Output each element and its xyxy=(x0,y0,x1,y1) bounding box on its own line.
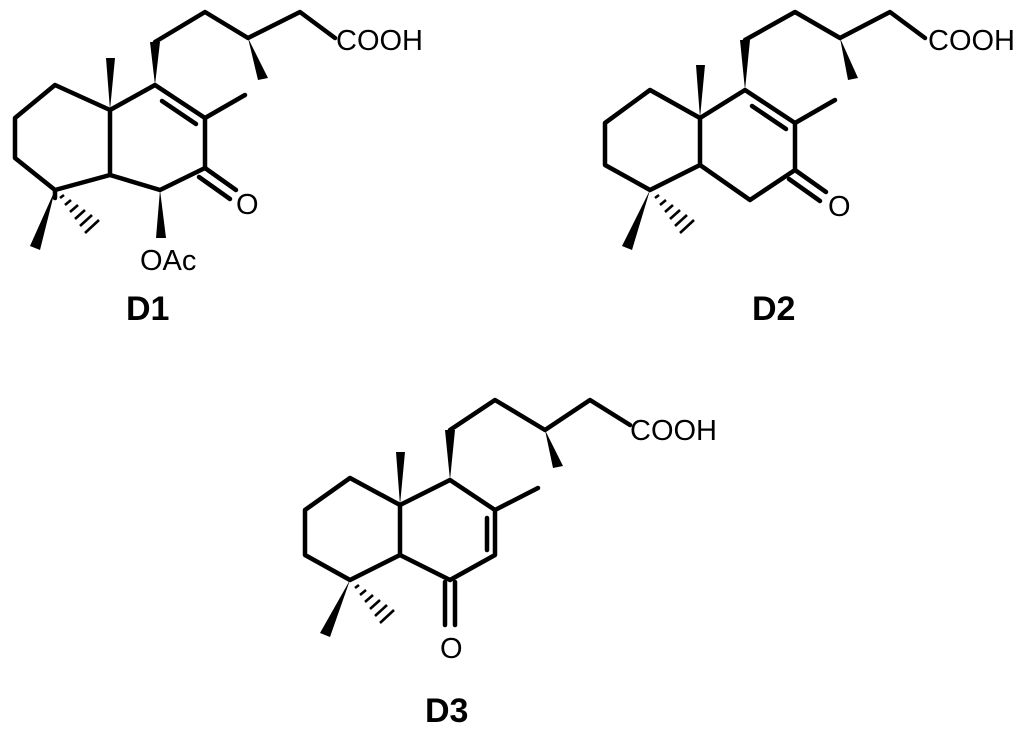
acid-label-d2: COOH xyxy=(928,25,1015,57)
compound-name-d2: D2 xyxy=(752,290,795,328)
ketone-oxygen-label-d2: O xyxy=(828,191,851,223)
wedge-bond xyxy=(396,452,405,505)
wedge-bond xyxy=(150,42,160,85)
compound-name-d3: D3 xyxy=(425,692,468,730)
ketone-oxygen-label-d1: O xyxy=(236,189,259,221)
hash-bond xyxy=(354,583,395,624)
wedge-bond xyxy=(445,430,455,480)
wedge-bond xyxy=(740,40,750,90)
structure-d3: COOH O D3 xyxy=(302,397,717,730)
acid-label-d3: COOH xyxy=(630,415,717,447)
skeleton-bonds-d1 xyxy=(12,9,338,202)
structure-d1: COOH O OAc D1 xyxy=(12,9,423,328)
wedge-bond xyxy=(320,580,350,637)
skeleton-bonds-d3 xyxy=(302,397,633,628)
acetoxy-label-d1: OAc xyxy=(140,245,196,277)
hash-bond xyxy=(59,193,100,234)
wedge-bond xyxy=(622,190,650,250)
wedge-bond xyxy=(696,65,705,118)
wedge-bond xyxy=(106,58,115,110)
wedge-bond xyxy=(30,190,55,250)
wedge-bond xyxy=(545,430,563,468)
skeleton-bonds-d2 xyxy=(602,9,928,204)
acid-label-d1: COOH xyxy=(336,25,423,57)
hash-bond xyxy=(654,193,695,234)
wedge-bond xyxy=(248,38,268,80)
structure-d2: COOH O D2 xyxy=(602,9,1015,328)
compound-name-d1: D1 xyxy=(126,290,169,328)
ketone-oxygen-label-d3: O xyxy=(440,633,463,665)
wedge-bond xyxy=(156,190,166,238)
wedge-bond xyxy=(840,38,858,80)
